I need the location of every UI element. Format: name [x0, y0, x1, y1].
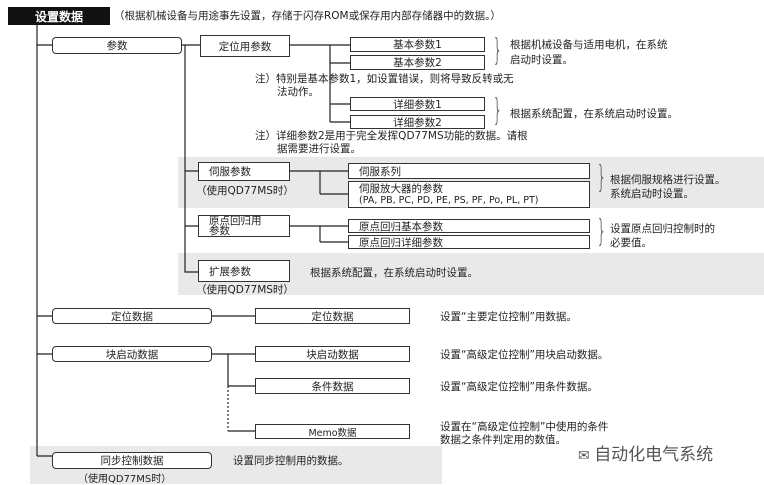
ext-desc: 根据系统配置，在系统启动时设置。 [310, 267, 478, 279]
condition-data-desc: 设置“高级定位控制”用条件数据。 [440, 381, 598, 393]
block-start-child: 块启动数据 [255, 346, 410, 362]
params-node: 参数 [52, 37, 182, 54]
servo-desc: 根据伺服规格进行设置。系统启动时设置。 [610, 174, 726, 200]
home-basic-node: 原点回归基本参数 [348, 219, 590, 233]
pos-data-desc: 设置“主要定位控制”用数据。 [440, 311, 577, 323]
note1: 注）特别是基本参数1，如设置错误，则将导致反转或无法动作。 [255, 73, 514, 98]
servo-usage: （使用QD77MS时） [196, 185, 294, 197]
wechat-icon: ✉ [578, 448, 595, 464]
pos-data-node: 定位数据 [52, 308, 212, 324]
home-params-node: 原点回归用参数 [198, 215, 290, 237]
sync-desc: 设置同步控制用的数据。 [233, 455, 349, 467]
home-detail-node: 原点回归详细参数 [348, 235, 590, 249]
watermark: ✉ 自动化电气系统 [578, 445, 714, 465]
pos-data-child: 定位数据 [255, 308, 410, 324]
sync-control-node: 同步控制数据 [52, 452, 212, 469]
detail-param1-node: 详细参数1 [350, 97, 485, 111]
detail-param2-node: 详细参数2 [350, 115, 485, 129]
sync-usage: （使用QD77MS时） [78, 474, 172, 485]
subtitle: （根据机械设备与用途事先设置，存储于闪存ROM或保存用内部存储器中的数据。） [114, 10, 501, 22]
servo-amp-node: 伺服放大器的参数(PA, PB, PC, PD, PE, PS, PF, Po,… [348, 181, 590, 208]
ext-params-node: 扩展参数 [198, 260, 290, 282]
memo-data-desc: 设置在“高级定位控制”中使用的条件数据之条件判定用的数值。 [440, 421, 609, 446]
note2: 注）详细参数2是用于完全发挥QD77MS功能的数据。请根据需要进行设置。 [255, 130, 528, 155]
basic-desc: 根据机械设备与适用电机，在系统启动时设置。 [510, 39, 668, 66]
condition-data-node: 条件数据 [255, 378, 410, 394]
positioning-params-node: 定位用参数 [200, 35, 290, 57]
servo-series-node: 伺服系列 [348, 163, 590, 179]
home-desc: 设置原点回归控制时的必要值。 [610, 223, 715, 249]
basic-param2-node: 基本参数2 [350, 55, 485, 70]
page-title: 设置数据 [8, 7, 110, 25]
basic-param1-node: 基本参数1 [350, 37, 485, 52]
ext-usage: （使用QD77MS时） [196, 284, 294, 296]
servo-params-node: 伺服参数 [198, 162, 290, 181]
detail-desc: 根据系统配置，在系统启动时设置。 [510, 108, 678, 120]
memo-data-node: Memo数据 [255, 424, 410, 439]
block-start-desc: 设置“高级定位控制”用块启动数据。 [440, 349, 609, 361]
block-start-node: 块启动数据 [52, 346, 212, 362]
